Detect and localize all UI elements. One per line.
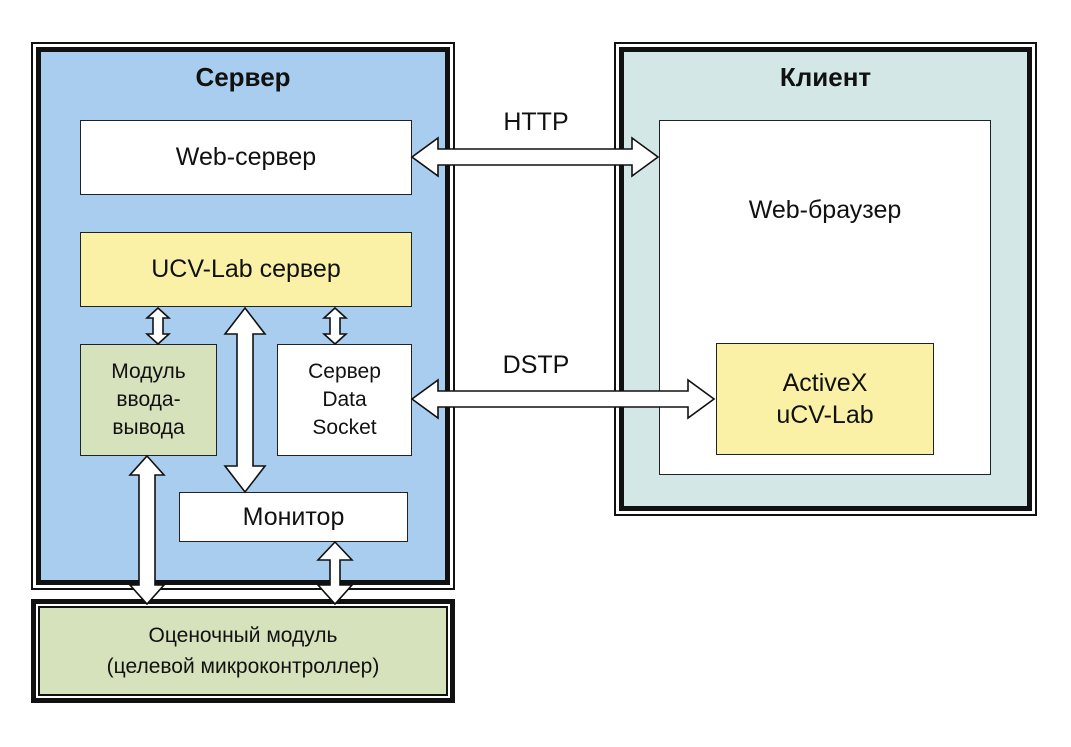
- ucv-datasocket-arrow: [321, 306, 349, 346]
- web-server-box: Web-сервер: [80, 120, 412, 195]
- http-arrow: [410, 136, 660, 178]
- monitor-label: Монитор: [242, 502, 345, 531]
- ucv-monitor-arrow: [223, 306, 267, 494]
- io-eval-arrow: [128, 454, 166, 606]
- monitor-box: Монитор: [179, 492, 408, 542]
- dstp-arrow: [410, 378, 716, 420]
- evaluation-module-line2: (целевой микроконтроллер): [106, 655, 380, 678]
- client-title: Клиент: [779, 62, 872, 92]
- activex-label: ActiveX uCV-Lab: [776, 369, 874, 429]
- datasocket-server-box: Сервер Data Socket: [277, 344, 412, 456]
- web-browser-label: Web-браузер: [748, 196, 902, 224]
- ucv-lab-server-label: UCV-Lab сервер: [151, 255, 341, 283]
- evaluation-module-text: Оценочный модуль (целевой микроконтролле…: [38, 606, 448, 696]
- dstp-label: DSTP: [502, 351, 570, 379]
- monitor-eval-arrow: [316, 540, 354, 606]
- activex-box: ActiveX uCV-Lab: [716, 343, 934, 455]
- io-module-box: Модуль ввода- вывода: [80, 344, 217, 456]
- datasocket-server-label: Сервер Data Socket: [308, 360, 381, 439]
- evaluation-module-line1: Оценочный модуль: [148, 624, 338, 647]
- server-title: Сервер: [195, 62, 291, 92]
- ucv-io-arrow: [144, 306, 172, 346]
- evaluation-module-panel: [38, 606, 448, 696]
- io-module-label: Модуль ввода- вывода: [111, 360, 186, 439]
- http-label: HTTP: [503, 108, 569, 136]
- ucv-lab-server-box: UCV-Lab сервер: [80, 232, 412, 307]
- web-server-label: Web-сервер: [175, 143, 317, 171]
